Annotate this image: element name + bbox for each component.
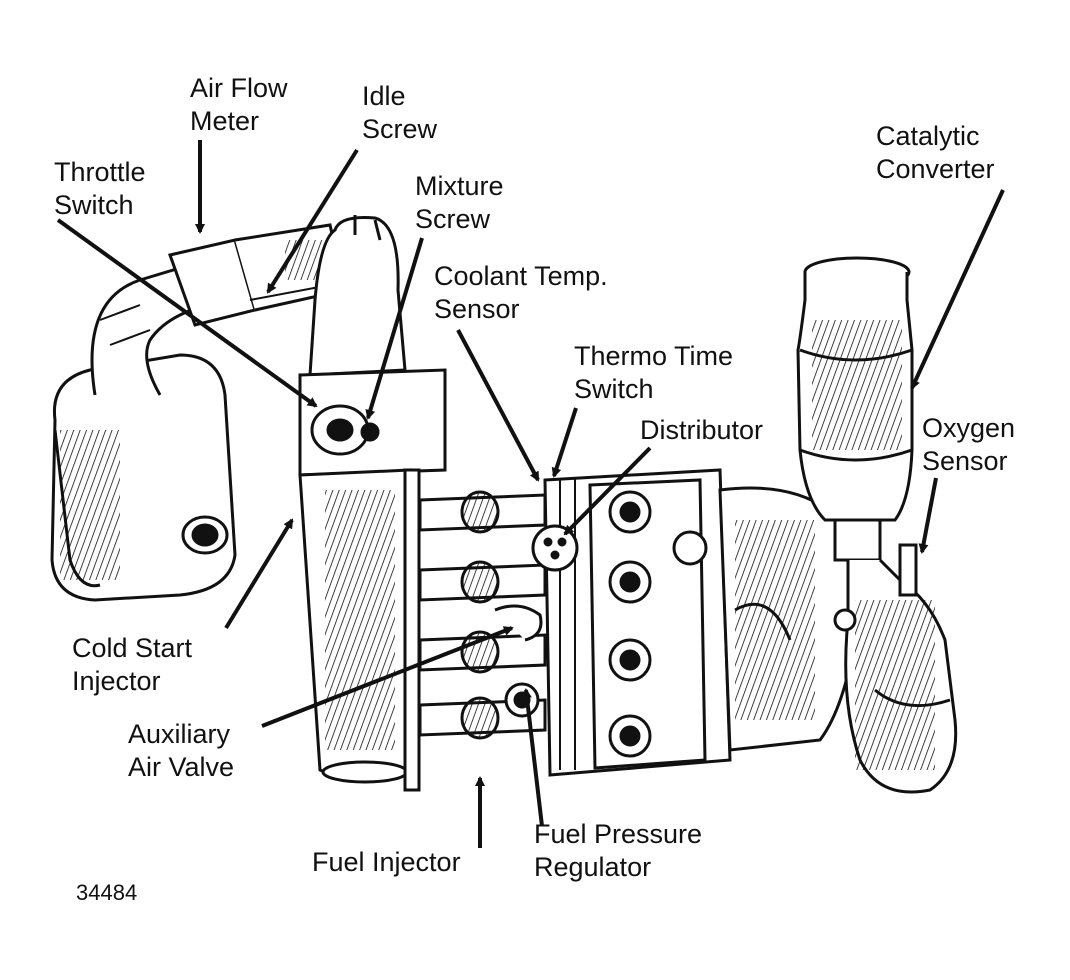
arrow-catalytic-converter [910, 189, 1005, 390]
label-idle-screw: Idle Screw [362, 81, 438, 144]
label-oxygen-sensor: Oxygen Sensor [922, 413, 1016, 476]
arrow-thermo-time-switch [551, 407, 578, 478]
label-distributor: Distributor [640, 415, 764, 445]
arrow-distributor [563, 446, 652, 536]
label-fuel-injector: Fuel Injector [312, 847, 461, 877]
arrow-idle-screw [266, 148, 359, 294]
label-throttle-switch: Throttle Switch [54, 157, 146, 220]
arrow-coolant-temp-sensor [456, 329, 540, 482]
label-mixture-screw: Mixture Screw [415, 171, 504, 234]
arrow-cold-start-injector [224, 518, 294, 630]
label-air-flow-meter: Air Flow Meter [190, 73, 288, 136]
label-auxiliary-air-valve: Auxiliary Air Valve [128, 719, 235, 782]
intake-manifold-drawing [298, 215, 447, 792]
engine-block-drawing [531, 468, 862, 777]
catalytic-converter-drawing [796, 256, 958, 794]
arrow-oxygen-sensor [918, 477, 938, 554]
arrow-fuel-pressure-regulator [521, 688, 544, 827]
label-coolant-temp-sensor: Coolant Temp. Sensor [434, 261, 608, 324]
label-cold-start-injector: Cold Start Injector [72, 633, 193, 696]
label-catalytic-converter: Catalytic Converter [876, 121, 995, 184]
arrow-throttle-switch [56, 218, 318, 408]
label-fuel-pressure-regulator: Fuel Pressure Regulator [534, 819, 703, 882]
label-thermo-time-switch: Thermo Time Switch [574, 341, 734, 404]
fuel-injectors-drawing [418, 490, 547, 740]
pointer-arrows [56, 140, 1005, 848]
arrow-mixture-screw [365, 237, 424, 420]
arrow-auxiliary-air-valve [261, 626, 514, 728]
figure-number: 34484 [76, 880, 138, 905]
